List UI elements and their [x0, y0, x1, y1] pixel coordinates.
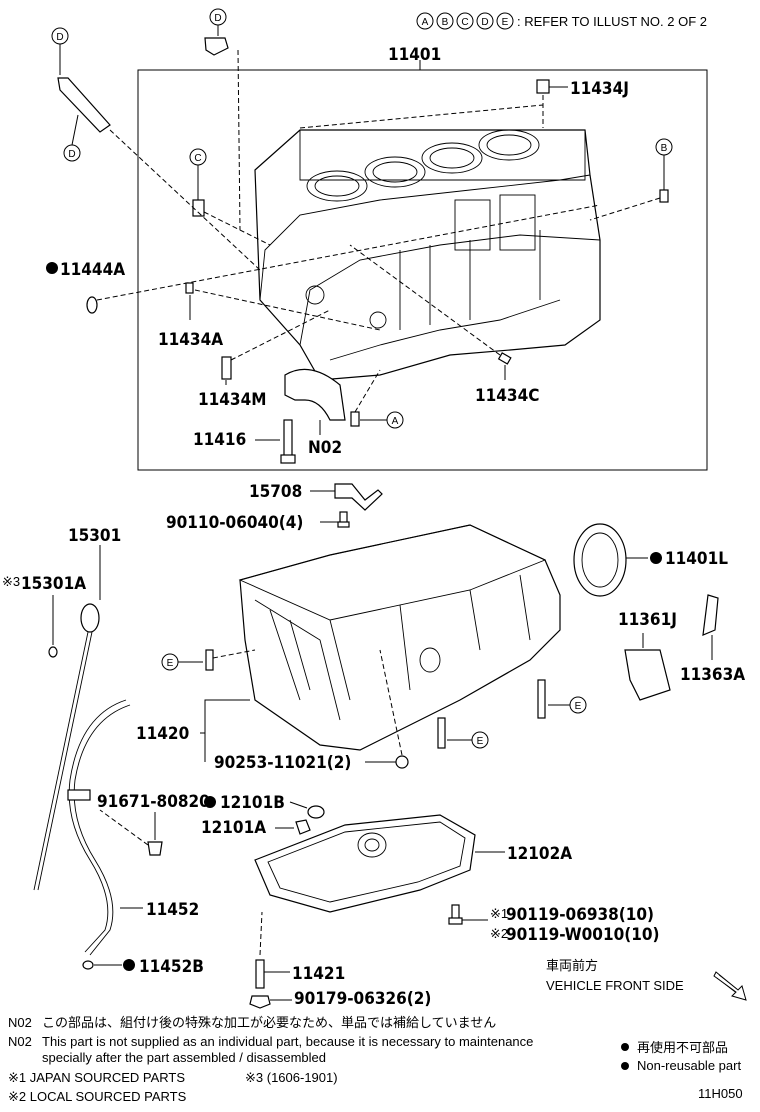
- mark-2: ※2: [490, 926, 508, 941]
- label-n02[interactable]: N02: [308, 438, 342, 458]
- part-a-dowel: [350, 411, 360, 427]
- part-11434j[interactable]: [536, 79, 550, 94]
- note-n02-jp: この部品は、組付け後の特殊な加工が必要なため、単品では補給していません: [42, 1015, 496, 1030]
- part-d-sensor: [57, 77, 111, 133]
- note-n02-en-1: This part is not supplied as an individu…: [42, 1034, 533, 1049]
- label-11361j[interactable]: 11361J: [618, 610, 677, 630]
- note-date: ※3 (1606-1901): [245, 1070, 338, 1085]
- svg-text:D: D: [481, 17, 488, 28]
- oil-pan-upper-drawing: [238, 524, 561, 751]
- refer-legend: A B C D E : REFER TO ILLUST NO. 2 OF 2: [416, 12, 707, 30]
- label-15301a[interactable]: 15301A: [21, 574, 86, 594]
- label-11434a[interactable]: 11434A: [158, 330, 223, 350]
- note-japan: ※1 JAPAN SOURCED PARTS: [8, 1070, 185, 1085]
- label-11420[interactable]: 11420: [136, 724, 189, 744]
- label-15301[interactable]: 15301: [68, 526, 121, 546]
- note-n02-code-en: N02: [8, 1034, 32, 1049]
- label-90253[interactable]: 90253-11021(2): [214, 753, 351, 773]
- part-11444a-gasket[interactable]: [86, 296, 98, 314]
- label-11452b[interactable]: 11452B: [139, 957, 204, 977]
- label-11444a[interactable]: 11444A: [60, 260, 125, 280]
- cylinder-block-drawing: [254, 129, 601, 381]
- part-e-bolt-mid: [437, 717, 446, 749]
- label-11434m[interactable]: 11434M: [198, 390, 266, 410]
- part-11421-stud[interactable]: [255, 959, 265, 989]
- part-11452-bracket: [67, 789, 91, 801]
- svg-text:B: B: [661, 143, 668, 154]
- label-11434j[interactable]: 11434J: [570, 79, 629, 99]
- refer-text: : REFER TO ILLUST NO. 2 OF 2: [517, 14, 707, 29]
- part-15301-dipstick-handle[interactable]: [80, 603, 100, 633]
- label-12101a[interactable]: 12101A: [201, 818, 266, 838]
- label-11363a[interactable]: 11363A: [680, 665, 745, 685]
- svg-text:E: E: [167, 658, 174, 669]
- part-90179-nut[interactable]: [249, 995, 271, 1009]
- part-e-bolt-left: [205, 649, 214, 671]
- part-91671-bolt[interactable]: [147, 841, 163, 856]
- label-11421[interactable]: 11421: [292, 964, 345, 984]
- svg-text:E: E: [502, 17, 509, 28]
- label-12102a[interactable]: 12102A: [507, 844, 572, 864]
- part-12101b-gasket[interactable]: [307, 805, 325, 819]
- svg-text:D: D: [214, 13, 221, 24]
- mark-1: ※1: [490, 906, 508, 921]
- label-90119-w0010[interactable]: 90119-W0010(10): [506, 925, 660, 945]
- label-90119-06938[interactable]: 90119-06938(10): [506, 905, 654, 925]
- part-n02-bearing-cap[interactable]: [284, 368, 346, 421]
- vehicle-front-arrow-icon: [713, 971, 747, 1001]
- oil-pan-lower-drawing: [254, 814, 476, 913]
- part-11452b-oring[interactable]: [82, 960, 94, 970]
- part-d-fitting-top: [204, 37, 229, 56]
- vehicle-front-jp: 車両前方: [546, 958, 598, 973]
- label-90110[interactable]: 90110-06040(4): [166, 513, 303, 533]
- svg-text:D: D: [68, 149, 75, 160]
- svg-text:D: D: [56, 32, 63, 43]
- part-e-bolt-right: [537, 679, 546, 719]
- part-11363a[interactable]: [702, 594, 719, 636]
- svg-text:E: E: [477, 736, 484, 747]
- part-15301a-oring[interactable]: [48, 646, 58, 658]
- svg-text:B: B: [442, 17, 449, 28]
- svg-text:C: C: [461, 17, 468, 28]
- label-12101b[interactable]: 12101B: [220, 793, 285, 813]
- block-assembly-frame: [137, 69, 708, 471]
- part-11361j-cover[interactable]: [624, 649, 671, 701]
- note-n02-en-2: specially after the part assembled / dis…: [42, 1050, 326, 1065]
- part-12101a-drain-plug[interactable]: [295, 819, 311, 835]
- mark-3: ※3: [2, 574, 20, 589]
- svg-text:E: E: [575, 701, 582, 712]
- part-90253-plug[interactable]: [395, 755, 409, 769]
- svg-text:A: A: [422, 17, 429, 28]
- label-11401[interactable]: 11401: [388, 45, 441, 65]
- part-11416-bolt[interactable]: [283, 419, 293, 459]
- vehicle-front-en: VEHICLE FRONT SIDE: [546, 978, 684, 993]
- footer-notes: N02 この部品は、組付け後の特殊な加工が必要なため、単品では補給していません …: [8, 1015, 743, 1104]
- part-15708-oil-nozzle[interactable]: [334, 483, 383, 511]
- label-15708[interactable]: 15708: [249, 482, 302, 502]
- non-reusable-dot-icon: [621, 1043, 629, 1051]
- label-11452[interactable]: 11452: [146, 900, 199, 920]
- label-11401l[interactable]: 11401L: [665, 549, 728, 569]
- callout-a[interactable]: [386, 411, 404, 429]
- note-nonreuse-jp: 再使用不可部品: [637, 1040, 728, 1055]
- part-11434m[interactable]: [221, 356, 232, 380]
- label-91671[interactable]: 91671-80820: [97, 792, 210, 812]
- note-n02-code-jp: N02: [8, 1015, 32, 1030]
- note-nonreuse-en: Non-reusable part: [637, 1058, 741, 1073]
- drawing-code: 11H050: [698, 1086, 743, 1101]
- non-reusable-dot-icon: [621, 1062, 629, 1070]
- note-local: ※2 LOCAL SOURCED PARTS: [8, 1089, 187, 1104]
- label-11416[interactable]: 11416: [193, 430, 246, 450]
- label-11434c[interactable]: 11434C: [475, 386, 539, 406]
- svg-text:C: C: [194, 153, 201, 164]
- label-90179[interactable]: 90179-06326(2): [294, 989, 431, 1009]
- part-11434c[interactable]: [497, 352, 512, 365]
- svg-text:A: A: [392, 416, 399, 427]
- part-11434a[interactable]: [185, 282, 194, 294]
